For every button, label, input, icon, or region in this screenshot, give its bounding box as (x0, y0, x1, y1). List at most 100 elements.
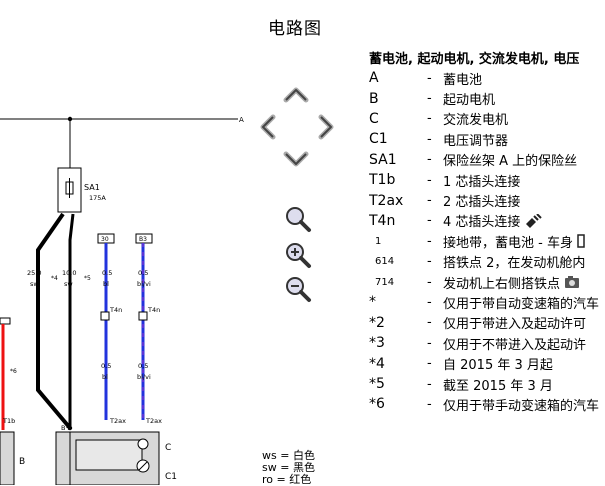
svg-text:bl/vi: bl/vi (137, 373, 151, 381)
legend-row: T1b-1 芯插头连接 (369, 170, 605, 190)
color-equals: = (276, 461, 293, 474)
legend-code: *2 (369, 314, 385, 331)
color-code: ro (262, 473, 274, 486)
legend-dash: - (427, 376, 432, 392)
legend-dash: - (427, 111, 432, 127)
svg-text:T2ax: T2ax (145, 417, 162, 425)
legend-description: 仅用于带进入及起动许可 (443, 317, 587, 333)
svg-text:T4n: T4n (147, 306, 160, 314)
legend-code: * (369, 294, 376, 311)
legend-dash: - (427, 396, 432, 412)
legend-row: 714-发动机上右侧搭铁点 (369, 272, 605, 292)
legend-description: 起动电机 (443, 93, 496, 109)
legend-row: T2ax -2 芯插头连接 (369, 190, 605, 211)
legend-code: *4 (369, 355, 385, 372)
camera-icon (565, 276, 580, 289)
fuse-rating: 175A (89, 194, 106, 202)
legend-dash: - (427, 356, 432, 372)
legend-description: 接地带，蓄电池 - 车身 (443, 235, 573, 251)
pan-up-button[interactable] (281, 80, 311, 110)
color-key-item: ws = 白色 (262, 450, 315, 462)
legend-description: 电压调节器 (443, 133, 509, 149)
legend-code: SA1 (369, 151, 397, 168)
svg-text:sw: sw (30, 280, 39, 288)
legend-row: *5-截至 2015 年 3 月 (369, 374, 605, 394)
legend-row: T4n-4 芯插头连接 (369, 211, 605, 231)
legend-row: A -蓄电池 (369, 68, 605, 88)
svg-text:C: C (165, 443, 171, 453)
color-equals: = (273, 473, 290, 486)
legend-dash: - (427, 233, 432, 249)
pan-left-button[interactable] (253, 112, 283, 142)
svg-text:bl/vi: bl/vi (137, 280, 151, 288)
legend-description: 保险丝架 A 上的保险丝 (443, 154, 578, 170)
legend-description: 蓄电池 (443, 72, 483, 88)
wire-25-sw (36, 212, 72, 430)
legend-row: *4-自 2015 年 3 月起 (369, 353, 605, 374)
legend-code: 1 (375, 235, 382, 247)
legend-row: C-交流发电机 (369, 109, 605, 129)
svg-text:0.5: 0.5 (101, 362, 111, 370)
svg-text:0.5: 0.5 (138, 269, 148, 277)
zoom-in-icon (286, 243, 311, 268)
svg-text:10.0: 10.0 (62, 269, 76, 277)
legend-dash: - (427, 152, 432, 168)
legend-dash: - (427, 294, 432, 310)
zoom-out-button[interactable] (283, 274, 313, 304)
plug-icon (526, 213, 543, 228)
svg-text:*4: *4 (51, 275, 58, 282)
chevron-up-icon (283, 87, 309, 103)
svg-text:T1b: T1b (2, 417, 15, 425)
svg-text:30: 30 (101, 236, 109, 243)
legend-description: 2 芯插头连接 (443, 195, 521, 211)
svg-text:*6: *6 (10, 368, 17, 375)
legend-code: 614 (375, 256, 395, 268)
color-name: 红色 (289, 473, 312, 486)
wire-10-sw (68, 213, 75, 428)
legend-description: 发动机上右侧搭铁点 (443, 276, 561, 292)
svg-text:B: B (19, 457, 25, 467)
legend-description: 仅用于带自动变速箱的汽车 (443, 296, 600, 312)
legend-dash: - (427, 315, 432, 331)
legend-dash: - (427, 193, 432, 209)
color-code: sw (262, 461, 277, 474)
color-equals: = (276, 449, 293, 462)
chevron-left-icon (260, 114, 276, 140)
svg-text:bl: bl (102, 373, 108, 381)
zoom-fit-button[interactable] (283, 204, 313, 234)
svg-text:B3: B3 (139, 236, 147, 243)
legend-code: T1b (369, 172, 396, 189)
zoom-in-button[interactable] (283, 240, 313, 270)
legend-description: 搭铁点 2，在发动机舱内 (443, 256, 586, 272)
legend-row: SA1 -保险丝架 A 上的保险丝 (369, 150, 605, 170)
legend-description: 1 芯插头连接 (443, 174, 521, 190)
color-name: 白色 (292, 449, 315, 462)
legend-row: C1-电压调节器 (369, 129, 605, 149)
zoom-out-icon (286, 277, 311, 302)
legend-row: *2 -仅用于带进入及起动许可 (369, 313, 605, 333)
magnifier-icon (286, 207, 311, 232)
svg-text:C1: C1 (165, 472, 177, 482)
pan-right-button[interactable] (311, 112, 341, 142)
legend-code: T2ax (369, 192, 404, 209)
chevron-down-icon (283, 151, 309, 167)
pan-down-button[interactable] (281, 144, 311, 174)
legend-dash: - (427, 91, 432, 107)
svg-text:0.5: 0.5 (102, 269, 112, 277)
svg-text:*5: *5 (84, 275, 91, 282)
legend-row: * -仅用于带自动变速箱的汽车 (369, 292, 605, 312)
legend-dash: - (427, 70, 432, 86)
legend-description: 仅用于不带进入及起动许 (443, 337, 587, 353)
bus-ref-a: A (239, 116, 244, 124)
color-name: 黑色 (292, 461, 315, 474)
fuse-label: SA1 (84, 183, 100, 192)
circuit-diagram: A SA1 175A 25.0 sw *4 10.0 sw *5 30 B3 0… (0, 116, 244, 485)
svg-text:0.5: 0.5 (138, 362, 148, 370)
legend-dash: - (427, 274, 432, 290)
legend-code: A (369, 70, 379, 87)
legend-row: *6-仅用于带手动变速箱的汽车 (369, 394, 605, 414)
legend-code: C (369, 110, 379, 127)
